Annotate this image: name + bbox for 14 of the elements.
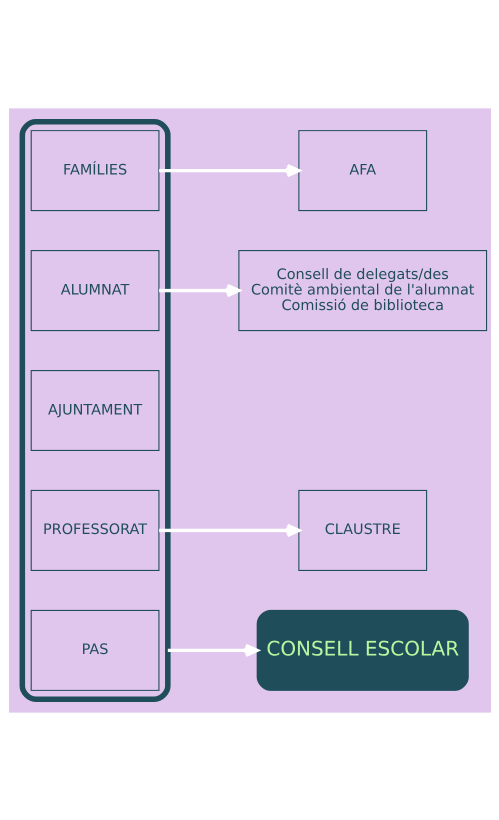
node-box: CLAUSTRE	[298, 489, 427, 570]
node-box: Consell de delegats/des Comitè ambiental de l'alumnat Comissió de biblioteca	[238, 250, 487, 331]
node-box: PAS	[30, 609, 159, 690]
arrow	[158, 283, 240, 297]
node-box: PROFESSORAT	[30, 489, 159, 570]
node-box: AJUNTAMENT	[30, 369, 159, 451]
node-box: AFA	[298, 130, 427, 211]
arrow	[158, 163, 300, 177]
node-box: ALUMNAT	[30, 250, 159, 331]
node-box: FAMÍLIES	[30, 130, 159, 211]
arrow	[167, 643, 258, 657]
cluster	[19, 118, 170, 702]
node-box: CONSELL ESCOLAR	[256, 609, 468, 690]
arrow	[158, 523, 300, 537]
